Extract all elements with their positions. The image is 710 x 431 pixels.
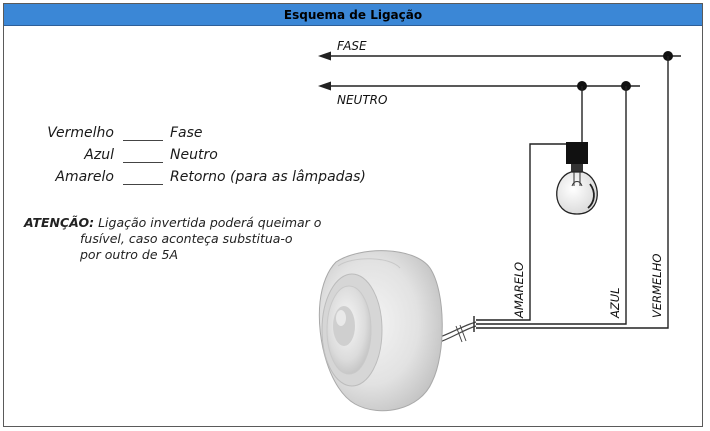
neutro-arrow-icon bbox=[318, 81, 331, 91]
legend-color: Amarelo bbox=[55, 169, 114, 185]
warning-text-line1: Ligação invertida poderá queimar o bbox=[98, 215, 322, 230]
legend-meaning: Neutro bbox=[170, 147, 218, 163]
vermelho-wire bbox=[476, 56, 669, 329]
warning-label: ATENÇÃO: bbox=[24, 215, 95, 230]
legend-meaning: Fase bbox=[170, 125, 203, 141]
page-title: Esquema de Ligação bbox=[283, 7, 423, 22]
azul-wire bbox=[476, 86, 627, 325]
legend-dash bbox=[123, 184, 163, 185]
legend-color: Azul bbox=[84, 147, 114, 163]
title-bar: Esquema de Ligação bbox=[4, 4, 702, 26]
legend-dash bbox=[123, 162, 163, 163]
warning-note: ATENÇÃO: Ligação invertida poderá queima… bbox=[24, 215, 334, 263]
sensor-cable bbox=[436, 316, 477, 344]
fase-label: FASE bbox=[337, 39, 367, 53]
vermelho-wire-label: VERMELHO bbox=[650, 254, 664, 318]
warning-text-line2: fusível, caso aconteça substitua-o bbox=[80, 231, 293, 246]
warning-text-line3: por outro de 5A bbox=[80, 247, 179, 262]
amarelo-wire bbox=[476, 143, 566, 321]
azul-wire-label: AZUL bbox=[608, 287, 622, 319]
legend-dash bbox=[123, 140, 163, 141]
legend-meaning: Retorno (para as lâmpadas) bbox=[170, 169, 366, 185]
neutro-label: NEUTRO bbox=[337, 93, 387, 107]
presence-sensor-icon bbox=[318, 250, 443, 412]
amarelo-wire-label: AMARELO bbox=[512, 262, 526, 319]
legend-color: Vermelho bbox=[47, 125, 114, 141]
lamp-icon bbox=[556, 142, 598, 215]
fase-arrow-icon bbox=[318, 51, 331, 61]
